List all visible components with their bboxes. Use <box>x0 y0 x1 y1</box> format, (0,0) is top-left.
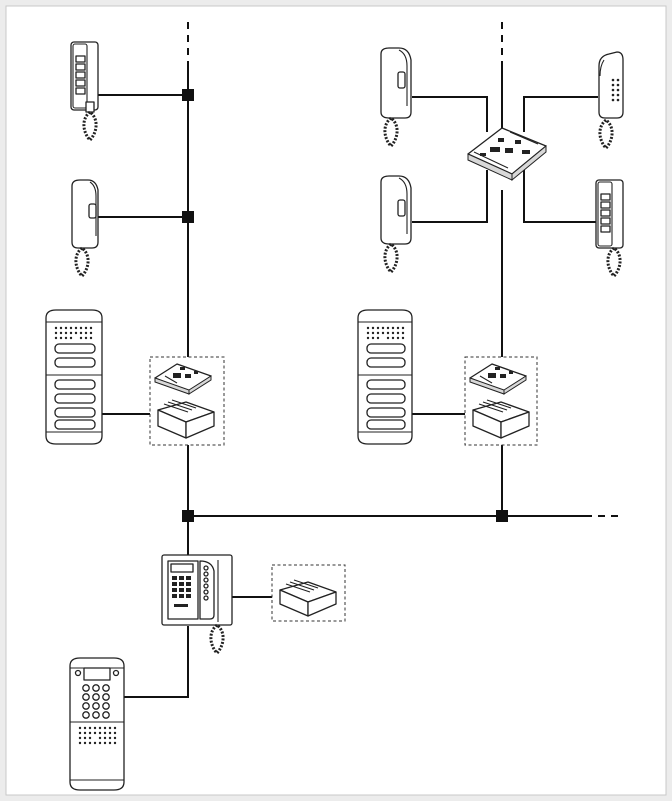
door-panel-right <box>357 309 413 445</box>
wire-handset-4 <box>412 170 488 223</box>
circuit-board <box>154 363 212 395</box>
switchboard-keypad <box>172 576 191 598</box>
speaker-grille <box>366 326 405 340</box>
wire-keypad-panel <box>124 626 189 698</box>
door-panel-left <box>45 309 103 445</box>
junction-bus-right <box>496 510 508 522</box>
button-strip <box>600 193 611 233</box>
junction-handset-1 <box>182 89 194 101</box>
interface-box-right <box>464 356 538 446</box>
keypad-buttons <box>82 684 110 719</box>
handset-cord <box>383 242 399 275</box>
handset-6 <box>595 179 624 279</box>
handset-cord <box>383 116 399 149</box>
switchboard-indicators <box>203 565 209 601</box>
handset-cord <box>209 623 225 656</box>
handset-4 <box>380 175 412 275</box>
handset-cord <box>82 110 98 143</box>
junction-bus-left <box>182 510 194 522</box>
wire-handset-3 <box>412 96 488 132</box>
speaker-grille <box>54 326 93 340</box>
keypad-display <box>83 667 111 681</box>
handset-3 <box>380 47 412 149</box>
distributor-board <box>467 127 547 182</box>
handset-cord <box>74 246 90 279</box>
keypad-panel <box>69 657 125 791</box>
junction-handset-2 <box>182 211 194 223</box>
handset-cord <box>606 246 622 279</box>
din-power-supply <box>157 399 215 439</box>
handset-2 <box>71 179 99 279</box>
keypad-dots <box>611 78 620 102</box>
name-buttons <box>366 343 406 430</box>
wire-handset-5 <box>523 96 598 132</box>
handset-1 <box>70 41 99 143</box>
handset-cord <box>598 118 614 151</box>
switchboard-logo <box>174 604 188 607</box>
speaker-grille <box>78 726 117 745</box>
wire-handset-6 <box>523 170 598 223</box>
name-buttons <box>54 343 96 430</box>
button-strip <box>75 55 86 95</box>
junctions <box>182 89 508 522</box>
din-power-supply <box>472 399 530 439</box>
wiring <box>98 22 622 698</box>
switchboard-display <box>170 563 194 573</box>
switchboard <box>161 554 233 656</box>
handset-5 <box>598 51 624 151</box>
interface-box-left <box>149 356 225 446</box>
circuit-board <box>469 363 527 395</box>
power-supply-box <box>271 564 346 622</box>
